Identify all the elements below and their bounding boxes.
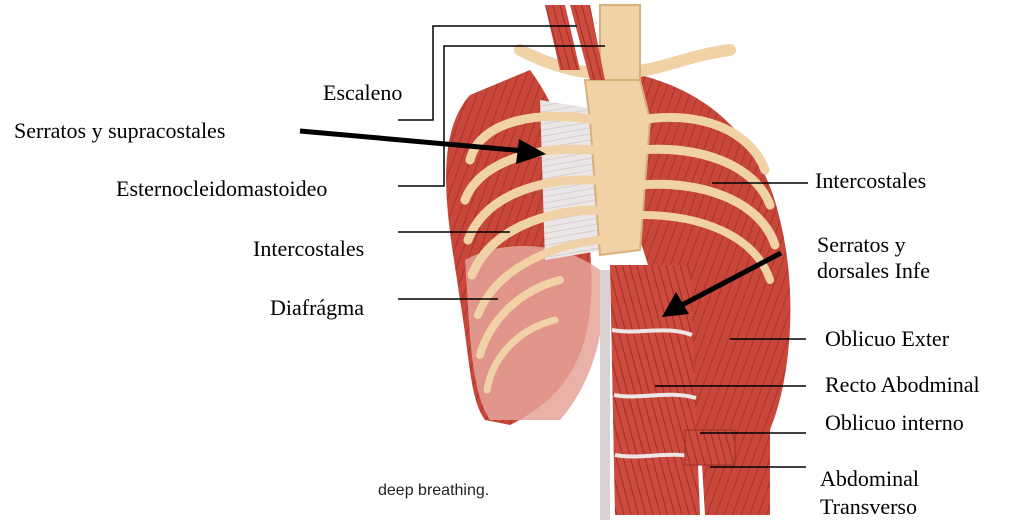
- label-diafragma: Diafrágma: [270, 295, 364, 320]
- label-serratos-supracostales: Serratos y supracostales: [14, 118, 225, 143]
- abdominal-wall: [600, 260, 770, 520]
- label-escaleno: Escaleno: [323, 80, 402, 105]
- label-oblicuo-interno: Oblicuo interno: [825, 410, 964, 435]
- caption-deep-breathing: deep breathing.: [378, 482, 489, 500]
- label-recto-abdominal: Recto Abodminal: [825, 372, 980, 397]
- label-abdominal-line1: Abdominal: [820, 466, 919, 491]
- label-intercostales-right: Intercostales: [815, 168, 926, 193]
- label-intercostales-left: Intercostales: [253, 236, 364, 261]
- label-serratos-dorsales-line2: dorsales Infe: [817, 258, 930, 283]
- label-abdominal-line2: Transverso: [820, 494, 917, 519]
- label-oblicuo-exter: Oblicuo Exter: [825, 326, 949, 351]
- label-serratos-dorsales-line1: Serratos y: [817, 232, 906, 257]
- label-esternocleidomastoideo: Esternocleidomastoideo: [116, 176, 327, 201]
